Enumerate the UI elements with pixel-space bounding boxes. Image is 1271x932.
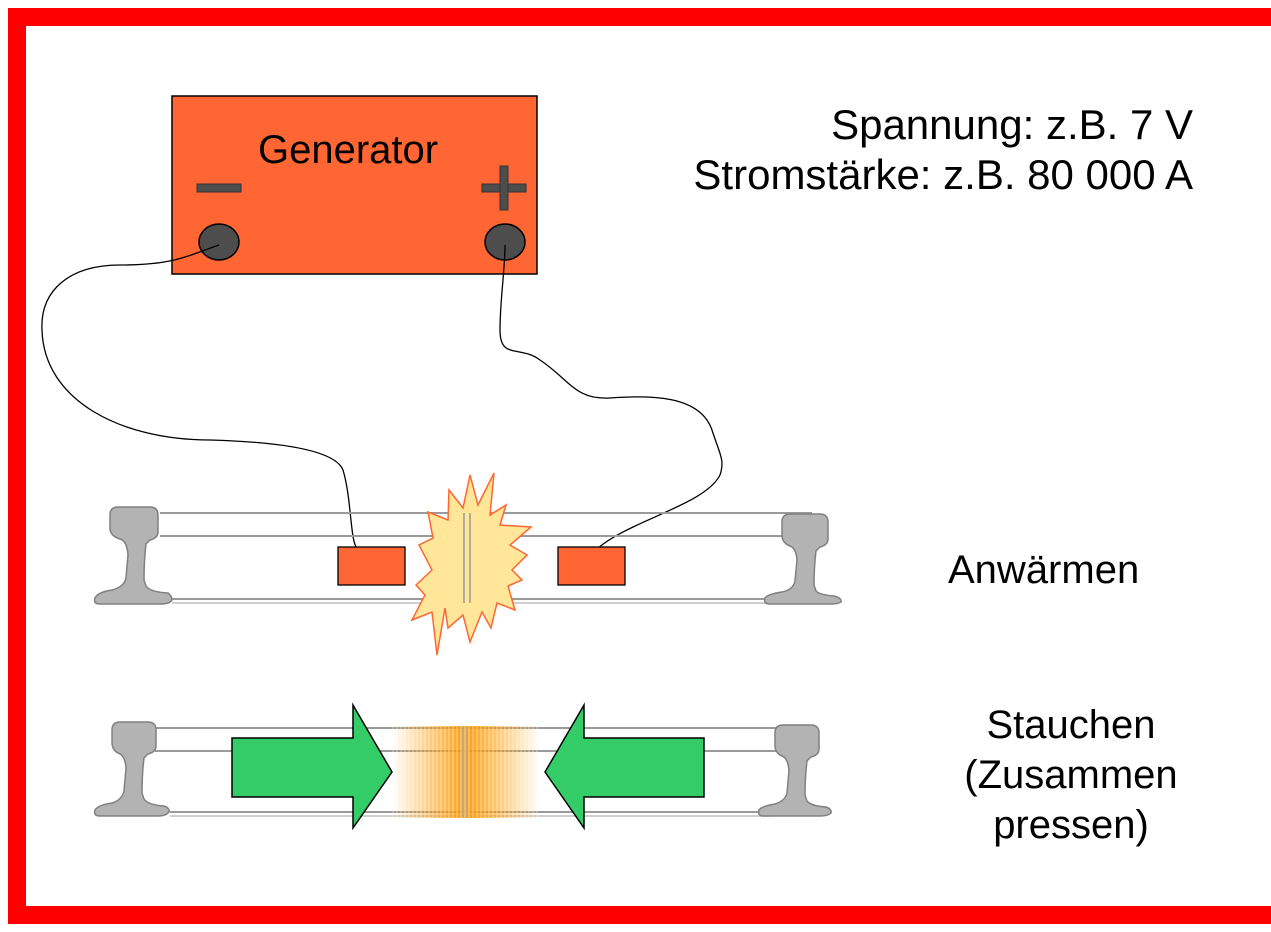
voltage-text: Spannung: z.B. 7 V (831, 101, 1193, 148)
rail-profile-left-2 (93, 721, 170, 817)
positive-cable (499, 244, 723, 550)
electrode-left (337, 546, 406, 586)
rail-assembly-upsetting (93, 702, 832, 831)
minus-sign-icon (196, 183, 242, 193)
upsetting-line-2: (Zusammen (964, 753, 1178, 797)
plus-sign-icon (481, 165, 527, 211)
spark-flash (410, 472, 533, 656)
step-upsetting-label: Stauchen (Zusammen pressen) (936, 700, 1206, 850)
upsetting-line-1: Stauchen (986, 703, 1156, 747)
arrow-right-icon (231, 702, 393, 831)
step-heating-label: Anwärmen (948, 548, 1140, 592)
rail-profile-left (93, 506, 173, 605)
negative-terminal (198, 223, 240, 261)
specs-block: Spannung: z.B. 7 V Stromstärke: z.B. 80 … (693, 100, 1193, 200)
arrow-left-icon (544, 702, 705, 831)
rail-assembly-heating (93, 472, 842, 656)
rail-profile-right-2 (757, 724, 832, 817)
negative-cable (41, 244, 359, 550)
current-text: Stromstärke: z.B. 80 000 A (693, 151, 1193, 198)
page-frame (8, 8, 1271, 924)
generator-label: Generator (258, 128, 438, 172)
electrode-right (557, 546, 626, 586)
upsetting-line-3: pressen) (993, 803, 1149, 847)
generator: Generator (171, 95, 538, 275)
rail-profile-right (763, 513, 842, 605)
